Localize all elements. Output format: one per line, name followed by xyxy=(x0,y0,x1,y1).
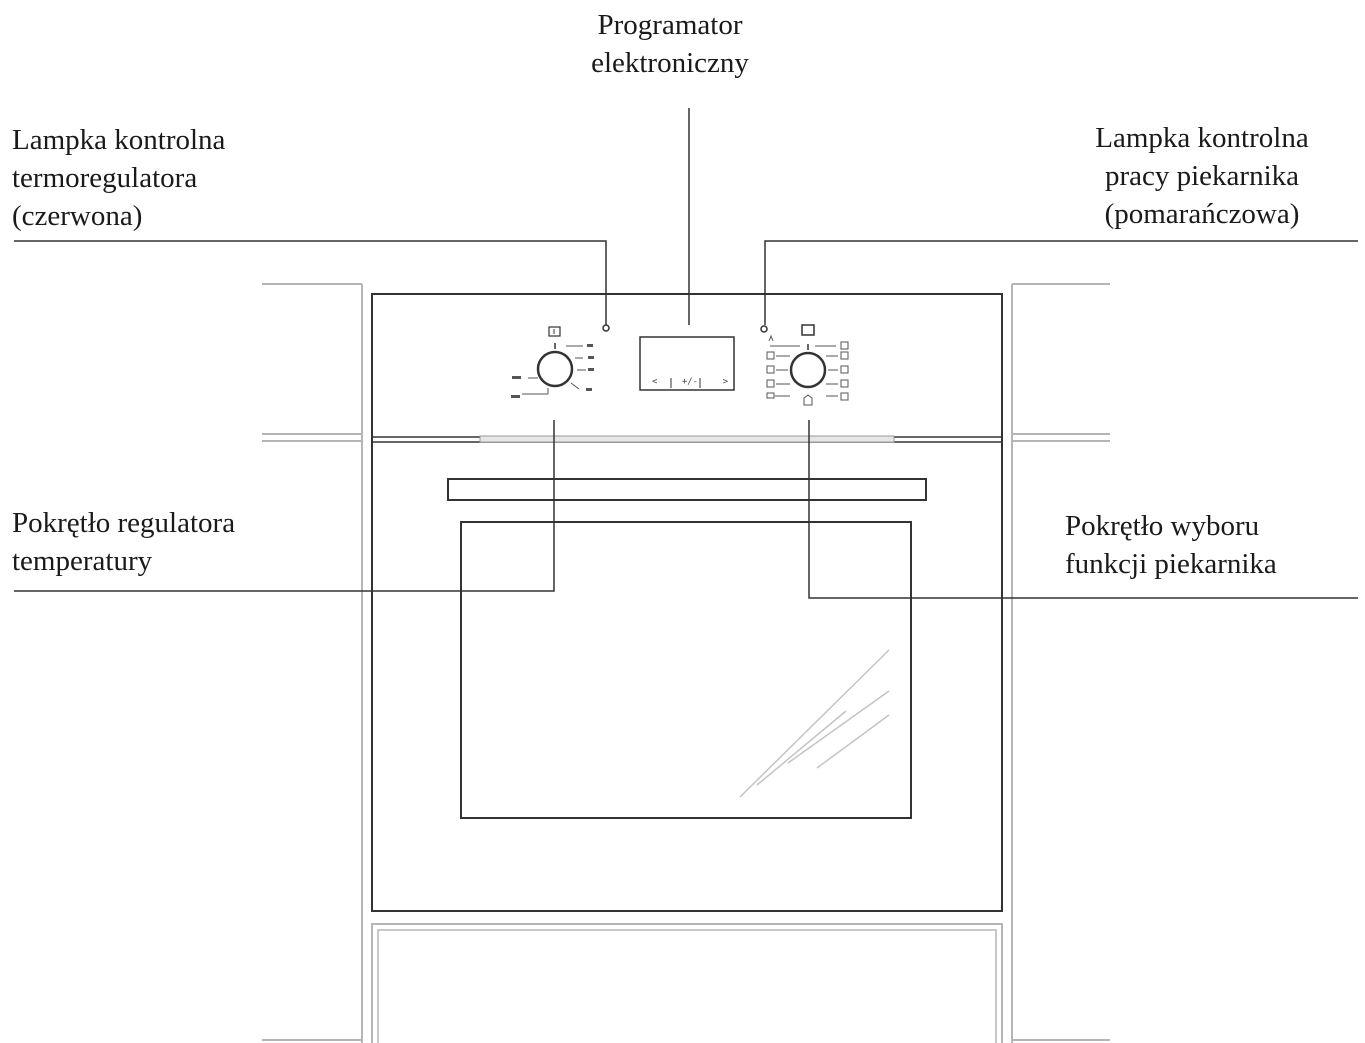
programmer-button-set[interactable]: +/- xyxy=(681,377,699,387)
callout-oven-lamp: Lampka kontrolna pracy piekarnika (pomar… xyxy=(1060,119,1344,233)
callout-oven-lamp-line-1: Lampka kontrolna xyxy=(1095,122,1309,154)
oven-window xyxy=(460,521,912,819)
programmer-button-right[interactable]: > xyxy=(722,377,728,387)
callout-oven-lamp-line-3: (pomarańczowa) xyxy=(1104,198,1300,230)
callout-programmer: Programator elektroniczny xyxy=(560,6,780,82)
callout-thermostat-lamp-line-3: (czerwona) xyxy=(12,200,143,232)
temperature-knob[interactable] xyxy=(511,326,594,398)
leader-lines xyxy=(14,108,1358,599)
callout-temperature-knob: Pokrętło regulatora temperatury xyxy=(12,504,235,580)
callout-thermostat-lamp: Lampka kontrolna termoregulatora (czerwo… xyxy=(12,121,225,235)
electronic-programmer[interactable] xyxy=(639,336,735,391)
programmer-button-left[interactable]: < xyxy=(652,377,658,387)
callout-function-knob: Pokrętło wyboru funkcji piekarnika xyxy=(1065,507,1277,583)
cabinet xyxy=(262,283,1110,1043)
door-handle xyxy=(447,478,927,501)
control-panel xyxy=(511,324,849,406)
callout-programmer-line-1: Programator xyxy=(597,9,743,41)
callout-temperature-knob-line-2: temperatury xyxy=(12,545,153,577)
programmer-buttons: < +/- > xyxy=(652,375,728,389)
callout-oven-lamp-line-2: pracy piekarnika xyxy=(1104,160,1300,192)
callout-temperature-knob-line-1: Pokrętło regulatora xyxy=(12,507,236,539)
thermostat-lamp xyxy=(602,324,610,332)
callout-function-knob-line-2: funkcji piekarnika xyxy=(1065,548,1277,580)
callout-programmer-line-2: elektroniczny xyxy=(591,47,749,79)
oven-lamp xyxy=(760,325,768,333)
callout-thermostat-lamp-line-1: Lampka kontrolna xyxy=(12,124,226,156)
callout-thermostat-lamp-line-2: termoregulatora xyxy=(12,162,198,194)
oven-body xyxy=(371,293,1003,912)
function-knob[interactable] xyxy=(766,324,849,406)
callout-function-knob-line-1: Pokrętło wyboru xyxy=(1065,510,1260,542)
